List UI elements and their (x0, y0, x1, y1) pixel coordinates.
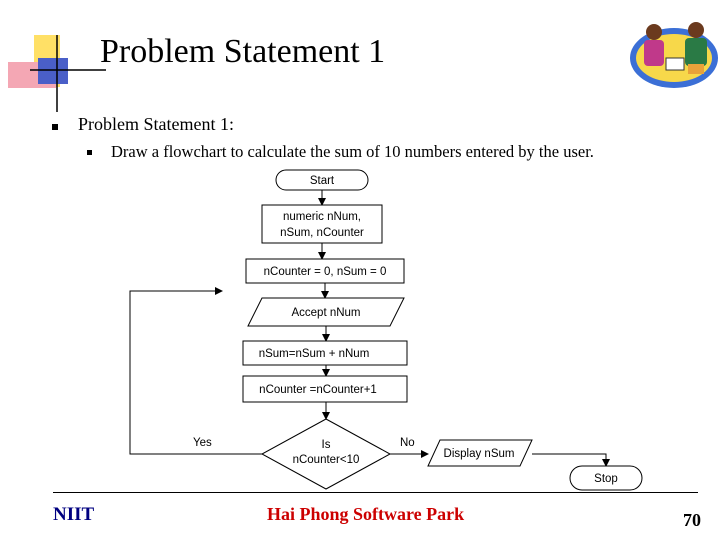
display-label: Display nSum (444, 448, 515, 460)
decision-diamond (260, 418, 392, 490)
page-number: 70 (683, 510, 701, 530)
yes-label: Yes (193, 437, 212, 449)
input-label: Accept nNum (291, 307, 360, 319)
stop-label: Stop (594, 473, 618, 485)
bullet-text-level1: Problem Statement 1: (78, 114, 234, 134)
stop-terminal (569, 465, 643, 491)
loop-back-line (129, 287, 262, 455)
connector-display-stop (532, 453, 610, 467)
display-parallelogram (427, 439, 533, 467)
add-label: nSum=nSum + nNum (259, 348, 370, 360)
bullet-text-level2: Draw a flowchart to calculate the sum of… (111, 142, 594, 161)
bullet-marker-level1 (52, 124, 58, 130)
slide-title: Problem Statement 1 (100, 33, 386, 70)
add-box (242, 340, 408, 366)
footer-divider (53, 492, 698, 493)
footer-org-name: NIIT (53, 504, 95, 525)
declare-line2: nSum, nCounter (280, 227, 364, 239)
flowchart-diagram: Start numeric nNum, nSum, nCounter nCoun… (129, 169, 643, 491)
no-label: No (400, 437, 415, 449)
input-parallelogram (247, 297, 405, 327)
decision-line2: nCounter<10 (293, 454, 360, 466)
title-corner-decoration (8, 35, 106, 112)
declare-line1: numeric nNum, (283, 211, 361, 223)
decision-line1: Is (322, 439, 331, 451)
init-label: nCounter = 0, nSum = 0 (264, 266, 387, 278)
meeting-people-clipart (630, 22, 718, 88)
increment-box (242, 375, 408, 403)
start-label: Start (310, 175, 335, 187)
bullet-marker-level2 (87, 150, 92, 155)
increment-label: nCounter =nCounter+1 (259, 384, 377, 396)
footer-park-name: Hai Phong Software Park (267, 504, 465, 524)
declare-box (261, 204, 383, 244)
